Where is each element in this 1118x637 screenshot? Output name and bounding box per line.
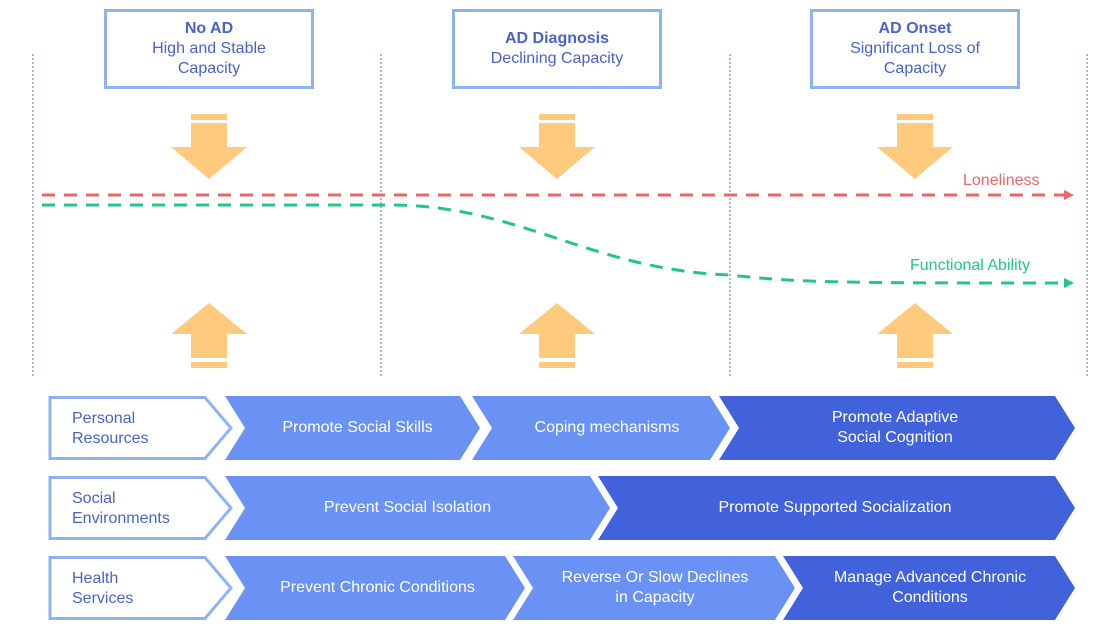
row-label-box (48, 556, 233, 620)
segment-manage-advanced-chronic-conditions: Manage Advanced Chronic Conditions (833, 569, 1027, 606)
segment-prevent-chronic-conditions: Prevent Chronic Conditions (280, 579, 475, 596)
strategy-segment-shape (719, 396, 1075, 460)
segment-promote-social-skills: Promote Social Skills (282, 419, 433, 436)
strategy-segment-shape (783, 556, 1075, 620)
row-label-personal-resources: Personal Resources (72, 410, 149, 447)
stage-title: No AD (184, 20, 234, 37)
down-arrow-icon (171, 114, 247, 179)
strategy-segment-shape (225, 396, 480, 460)
segment-reverse-or-slow-declines: Reverse Or Slow Declines in Capacity (561, 569, 749, 606)
strategy-segment-shape (225, 556, 525, 620)
strategy-rows (48, 396, 1075, 620)
strategy-segment-shape (513, 556, 795, 620)
stage-divider (1086, 54, 1088, 376)
up-arrow-icon (171, 303, 247, 368)
functional-ability-line (42, 203, 1074, 288)
segment-coping-mechanisms: Coping mechanisms (534, 419, 680, 436)
loneliness-label: Loneliness (963, 172, 1040, 189)
functional-ability-label: Functional Ability (910, 257, 1031, 274)
down-arrow-icon (877, 114, 953, 179)
segment-promote-supported-socialization: Promote Supported Socialization (718, 499, 952, 516)
stage-divider (729, 54, 731, 376)
up-arrow-icon (519, 303, 595, 368)
down-arrow-icon (519, 114, 595, 179)
stage-divider (380, 54, 382, 376)
strategy-segment-shape (472, 396, 730, 460)
segment-promote-adaptive-social-cognition: Promote Adaptive Social Cognition (831, 409, 959, 446)
stage-subtitle: High and Stable Capacity (152, 40, 266, 77)
stage-box-no-ad: No AD High and Stable Capacity (104, 9, 314, 89)
stage-subtitle: Significant Loss of Capacity (850, 40, 980, 77)
stage-box-ad-diagnosis: AD Diagnosis Declining Capacity (452, 9, 662, 89)
row-label-health-services: Health Services (72, 570, 134, 607)
strategy-segment-shape (225, 476, 610, 540)
stage-title: AD Onset (878, 20, 952, 37)
up-arrow-icon (877, 303, 953, 368)
stage-title: AD Diagnosis (504, 30, 609, 47)
strategy-segment-shape (598, 476, 1075, 540)
segment-prevent-social-isolation: Prevent Social Isolation (323, 499, 492, 516)
stage-subtitle: Declining Capacity (490, 50, 624, 67)
stage-box-ad-onset: AD Onset Significant Loss of Capacity (810, 9, 1020, 89)
row-label-box (48, 476, 233, 540)
row-label-box (48, 396, 233, 460)
row-label-social-environments: Social Environments (72, 490, 170, 527)
stage-divider (32, 54, 34, 376)
